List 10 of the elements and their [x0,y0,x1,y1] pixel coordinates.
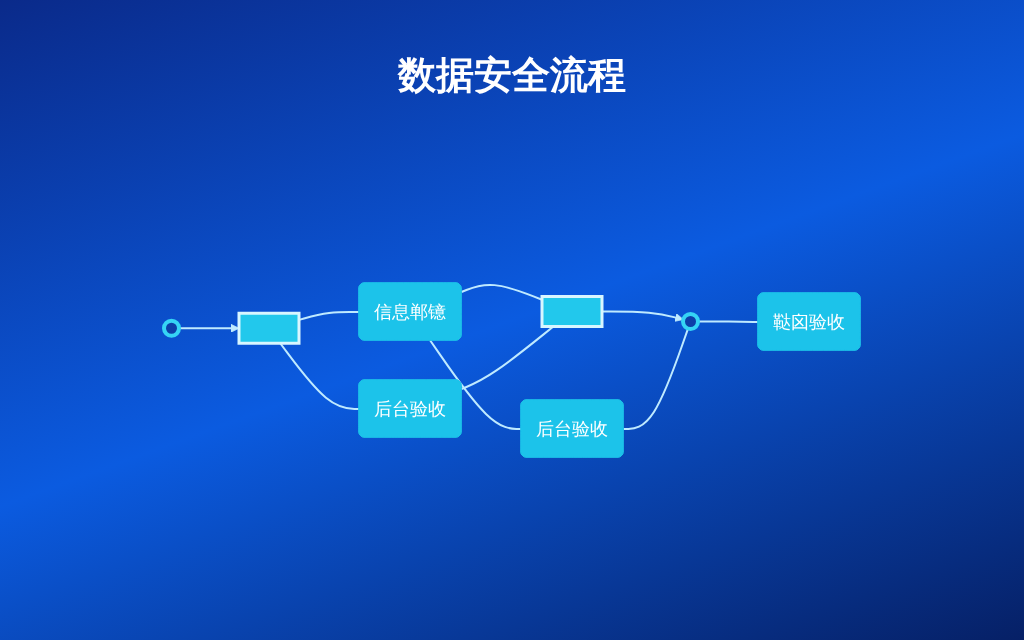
connector [429,339,523,430]
node-circle [162,318,181,338]
node-box [237,311,301,345]
connector [622,327,689,430]
node-circle [681,312,700,331]
connector [460,283,543,301]
arrow [178,323,240,333]
connector [697,320,760,323]
diagram-title: 数据安全流程 [396,52,627,99]
node-box [540,295,604,328]
